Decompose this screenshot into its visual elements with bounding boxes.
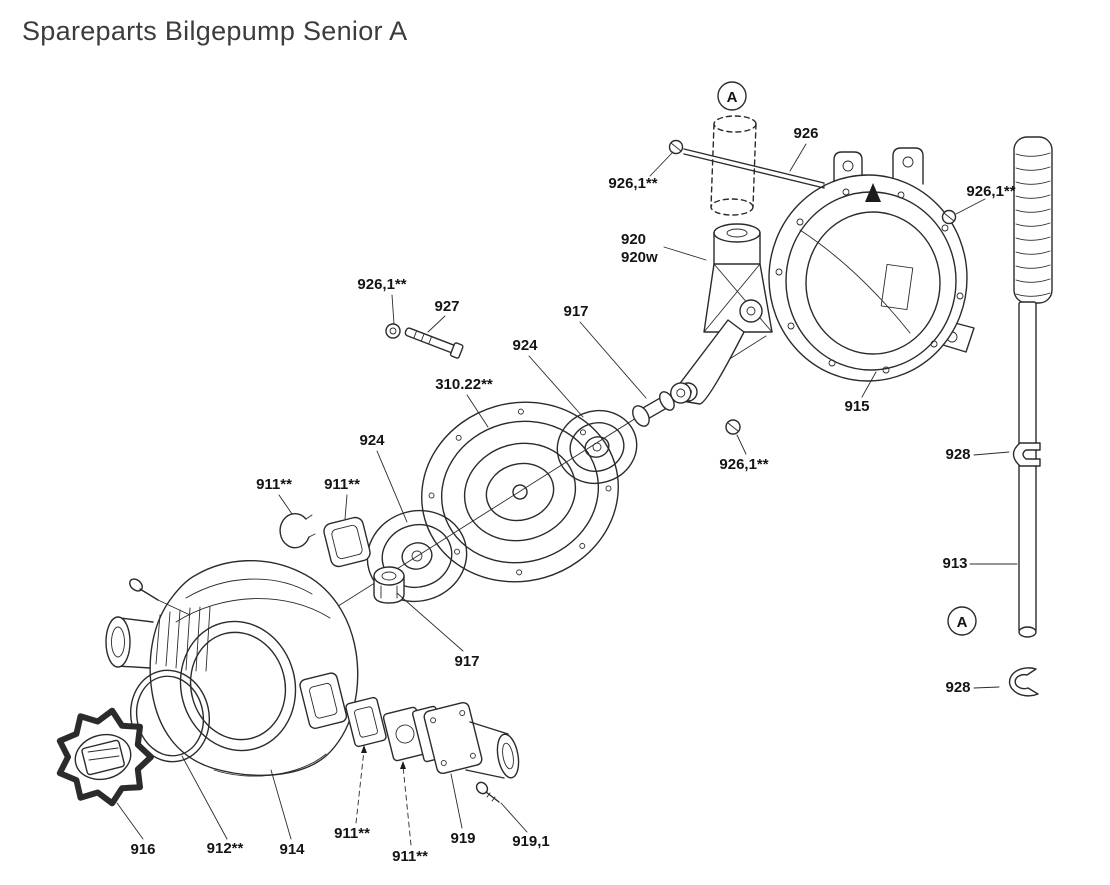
label-920w: 920w <box>621 249 658 266</box>
label-916: 916 <box>130 841 155 858</box>
label-310-22: 310.22** <box>435 376 493 393</box>
label-919-1: 919,1 <box>512 833 550 850</box>
pivot-rod-926 <box>683 148 825 189</box>
valve-plate-911-c <box>345 696 387 748</box>
label-926-1-mid: 926,1** <box>719 456 768 473</box>
outlet-port-919 <box>423 701 520 779</box>
screw-919-1 <box>475 781 500 803</box>
label-915: 915 <box>844 398 869 415</box>
washer-924-lower <box>366 509 468 603</box>
label-928-bottom: 928 <box>945 679 970 696</box>
tube-clip-928-mounted <box>1012 442 1041 467</box>
label-926-1-right: 926,1** <box>966 183 1015 200</box>
bolt-927 <box>404 327 464 359</box>
label-926: 926 <box>793 125 818 142</box>
screw-926-1-top <box>668 139 684 155</box>
label-928-top: 928 <box>945 446 970 463</box>
label-917-top: 917 <box>563 303 588 320</box>
label-926-1-left: 926,1** <box>357 276 406 293</box>
piston-rod-917 <box>632 382 692 427</box>
housing-screw <box>129 578 191 616</box>
label-913: 913 <box>942 555 967 572</box>
label-917-bottom: 917 <box>454 653 479 670</box>
label-911-b: 911** <box>324 476 360 493</box>
detail-marker-a-top-label: A <box>727 89 738 106</box>
label-911-a: 911** <box>256 476 292 493</box>
label-927: 927 <box>434 298 459 315</box>
label-914: 914 <box>279 841 305 858</box>
diaphragm-310-22 <box>421 401 619 583</box>
knob-916 <box>56 707 154 807</box>
gasket-911-b <box>323 516 371 568</box>
label-911-d: 911** <box>392 848 428 865</box>
page-title: Spareparts Bilgepump Senior A <box>22 16 408 46</box>
detail-marker-a-right: A <box>947 606 977 636</box>
detail-marker-a-right-label: A <box>957 614 968 631</box>
label-911-c: 911** <box>334 825 370 842</box>
handle-grip <box>1013 136 1053 304</box>
detail-marker-a-top: A <box>717 81 747 111</box>
screw-926-1-left <box>385 323 401 339</box>
label-926-1-top: 926,1** <box>608 175 657 192</box>
orientation-arrow-icon <box>865 183 881 202</box>
handle-tube-913 <box>1018 301 1037 638</box>
nut-917 <box>373 566 405 604</box>
mounting-bracket-920 <box>675 223 773 405</box>
label-912: 912** <box>207 840 244 857</box>
washer-924-upper <box>556 409 638 485</box>
screw-926-1-mid <box>725 419 741 435</box>
pump-housing-914 <box>105 559 359 777</box>
leader-lines <box>116 143 1018 846</box>
label-919: 919 <box>450 830 475 847</box>
label-924-top: 924 <box>512 337 538 354</box>
label-920: 920 <box>621 231 646 248</box>
label-924-left: 924 <box>359 432 385 449</box>
retainer-clip-911-a <box>279 512 316 549</box>
screw-926-1-right <box>941 209 957 225</box>
clamp-ring-915 <box>768 147 975 382</box>
clip-928-loose <box>1008 667 1039 697</box>
